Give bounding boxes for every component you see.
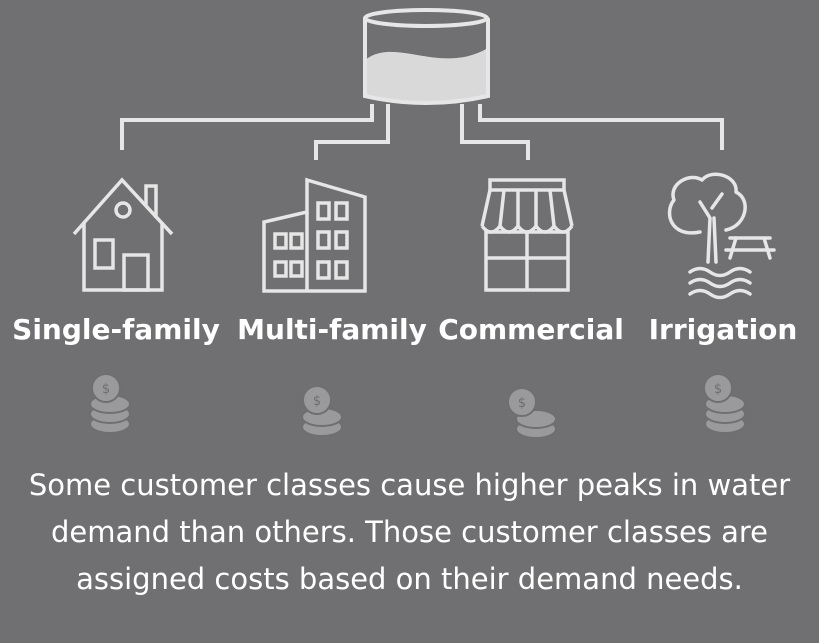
pipe-irrigation [478,104,724,150]
pipe-commercial [460,104,530,160]
label-single-family: Single-family [12,313,220,346]
coin-stack-icon-single-family: $ [89,373,131,434]
tree-picnic-table-icon [667,172,776,300]
svg-text:$: $ [714,382,722,397]
svg-text:$: $ [102,382,110,397]
caption-text: Some customer classes cause higher peaks… [28,468,791,596]
coin-stack-icon-irrigation: $ [703,373,746,434]
svg-text:$: $ [518,396,526,411]
water-tank-icon [363,8,490,105]
coin-stack-icon-multi-family: $ [301,385,343,437]
svg-text:$: $ [313,394,321,409]
pipe-multi-family [314,104,390,160]
label-multi-family: Multi-family [237,313,427,346]
pipe-single-family [120,104,374,150]
coin-stack-icon-commercial: $ [507,387,557,439]
apartment-building-icon [262,177,367,293]
label-irrigation: Irrigation [648,313,798,346]
distribution-pipes [120,104,724,160]
storefront-icon [480,178,574,292]
label-commercial: Commercial [438,313,624,346]
house-icon [72,177,174,292]
